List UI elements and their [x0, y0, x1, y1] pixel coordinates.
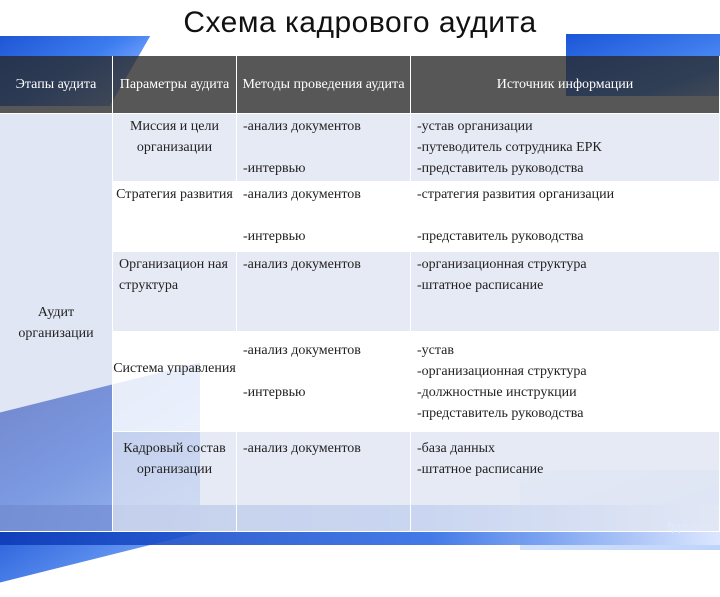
source-line: -представитель руководства [417, 229, 584, 244]
param-cell: Кадровый состав организации [113, 432, 237, 532]
methods-cell: -анализ документов -интервью [237, 182, 411, 252]
sources-cell: -устав организации -путеводитель сотрудн… [411, 114, 720, 182]
method-line: -интервью [243, 385, 306, 400]
method-line [243, 205, 410, 226]
sources-cell: -организационная структура -штатное расп… [411, 252, 720, 332]
source-line: -организационная структура [417, 257, 587, 272]
param-cell: Организацион ная структура [113, 252, 237, 332]
method-line: -анализ документов [243, 257, 361, 272]
methods-cell: -анализ документов -интервью [237, 114, 411, 182]
source-line: -штатное расписание [417, 462, 544, 477]
method-line: -анализ документов [243, 441, 361, 456]
source-line: -устав [417, 343, 454, 358]
method-line: -анализ документов [243, 343, 361, 358]
slide-title: Схема кадрового аудита [183, 6, 537, 39]
watermark-text: fppt.com [667, 520, 714, 534]
stage-cell: Аудит организации [0, 114, 113, 532]
param-cell: Система управления [113, 332, 237, 432]
header-parameters: Параметры аудита [113, 56, 237, 114]
methods-cell: -анализ документов [237, 432, 411, 532]
method-line [243, 137, 410, 158]
header-methods: Методы проведения аудита [237, 56, 411, 114]
source-line: -штатное расписание [417, 278, 544, 293]
source-line: -представитель руководства [417, 406, 584, 421]
source-line [417, 205, 719, 226]
source-line: -стратегия развития организации [417, 187, 615, 202]
param-text: Кадровый состав организации [123, 441, 226, 477]
source-line: -должностные инструкции [417, 385, 577, 400]
param-text: Миссия и цели организации [130, 119, 219, 155]
param-text: Стратегия развития [116, 187, 233, 202]
method-line: -анализ документов [243, 187, 361, 202]
source-line: -устав организации [417, 119, 533, 134]
methods-cell: -анализ документов -интервью [237, 332, 411, 432]
param-text: Система управления [113, 361, 236, 376]
method-line [243, 361, 410, 382]
header-stages: Этапы аудита [0, 56, 113, 114]
method-line: -интервью [243, 161, 306, 176]
sources-cell: -устав -организационная структура -должн… [411, 332, 720, 432]
sources-cell: -стратегия развития организации -предста… [411, 182, 720, 252]
methods-cell: -анализ документов [237, 252, 411, 332]
source-line: -организационная структура [417, 364, 587, 379]
source-line: -представитель руководства [417, 161, 584, 176]
method-line: -интервью [243, 229, 306, 244]
param-cell: Миссия и цели организации [113, 114, 237, 182]
param-cell: Стратегия развития [113, 182, 237, 252]
header-sources: Источник информации [411, 56, 720, 114]
sources-cell: -база данных -штатное расписание [411, 432, 720, 532]
audit-table: Этапы аудита Параметры аудита Методы про… [0, 56, 720, 532]
param-text: Организацион ная структура [119, 257, 228, 293]
source-line: -путеводитель сотрудника ЕРК [417, 140, 602, 155]
source-line: -база данных [417, 441, 495, 456]
method-line: -анализ документов [243, 119, 361, 134]
